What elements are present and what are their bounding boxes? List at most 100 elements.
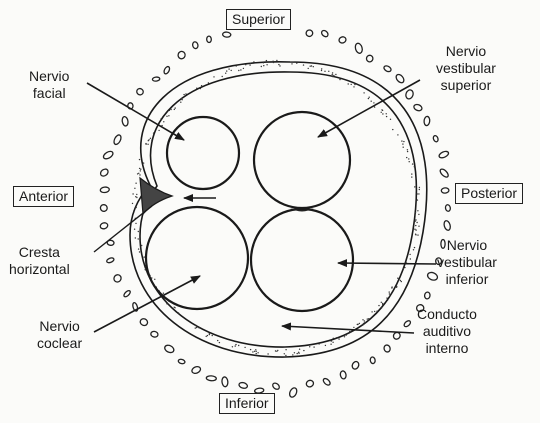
bone-particle [222,32,231,38]
stipple-dot [363,324,364,325]
stipple-dot [222,76,223,77]
stipple-dot [180,102,181,103]
stipple-dot [346,334,347,335]
label-nvi-line3: inferior [437,271,497,288]
stipple-dot [212,335,213,336]
stipple-dot [330,344,331,345]
stipple-dot [415,221,416,222]
stipple-dot [376,311,377,312]
stipple-dot [332,76,333,77]
stipple-dot [135,237,136,238]
stipple-dot [414,186,415,187]
stipple-dot [406,157,407,158]
stipple-dot [321,70,322,71]
stipple-dot [418,214,419,215]
stipple-dot [403,147,404,148]
stipple-dot [332,72,333,73]
stipple-dot [208,82,209,83]
stipple-dot [141,245,142,246]
stipple-dot [256,351,257,352]
stipple-dot [238,345,239,346]
bone-particle [177,50,186,59]
stipple-dot [386,116,387,117]
stipple-dot [252,351,253,352]
bone-particle [100,187,110,193]
stipple-dot [276,60,277,61]
stipple-dot [154,279,155,280]
stipple-dot [362,319,363,320]
bone-particle [438,150,449,159]
stipple-dot [201,85,202,86]
label-nervio-vestibular-inferior: Nervio vestibular inferior [437,237,497,288]
stipple-dot [170,109,171,110]
stipple-dot [419,187,420,188]
stipple-dot [415,225,416,226]
bone-particle [424,116,430,126]
label-cai-line2: auditivo [417,323,477,340]
stipple-dot [382,113,383,114]
stipple-dot [325,345,326,346]
stipple-dot [415,212,416,213]
stipple-dot [392,129,393,130]
label-nervio-vestibular-superior: Nervio vestibular superior [436,43,496,94]
stipple-dot [303,350,304,351]
stipple-dot [296,63,297,64]
stipple-dot [200,88,201,89]
stipple-dot [228,68,229,69]
bone-particle [288,387,298,399]
stipple-dot [135,223,136,224]
stipple-dot [381,307,382,308]
stipple-dot [276,351,277,352]
stipple-dot [350,331,351,332]
stipple-dot [195,327,196,328]
stipple-dot [217,340,218,341]
label-conducto-auditivo-interno: Conducto auditivo interno [417,306,477,357]
stipple-dot [409,161,410,162]
bone-particle [139,318,148,327]
arrow-conducto-auditivo-interno [282,326,414,333]
label-nvs-line3: superior [436,77,496,94]
stipple-dot [133,210,134,211]
stipple-dot [139,159,140,160]
label-inferior: Inferior [219,393,275,414]
stipple-dot [415,177,416,178]
stipple-dot [255,349,256,350]
stipple-dot [336,337,337,338]
stipple-dot [333,75,334,76]
stipple-dot [256,353,257,354]
stipple-dot [257,352,258,353]
bone-particle [222,377,229,387]
stipple-dot [333,338,334,339]
bone-particle [106,257,115,264]
bone-particle [113,134,123,146]
stipple-dot [238,70,239,71]
stipple-dot [396,287,397,288]
label-nervio-coclear: Nervio coclear [37,318,82,352]
stipple-dot [235,345,236,346]
label-nvs-line1: Nervio [436,43,496,60]
stipple-dot [232,346,233,347]
bone-particle [338,36,347,44]
stipple-dot [417,210,418,211]
stipple-dot [310,66,311,67]
stipple-dot [328,71,329,72]
stipple-dot [294,61,295,62]
stipple-dot [178,312,179,313]
bone-particle [178,359,186,365]
stipple-dot [386,297,387,298]
bone-particle [405,89,415,100]
label-coclear-line1: Nervio [37,318,82,335]
stipple-dot [196,327,197,328]
stipple-dot [391,286,392,287]
stipple-dot [390,119,391,120]
stipple-dot [321,68,322,69]
stipple-dot [414,214,415,215]
stipple-dot [303,64,304,65]
stipple-dot [308,68,309,69]
stipple-dot [357,324,358,325]
stipple-dot [136,207,137,208]
stipple-dot [371,101,372,102]
stipple-dot [253,61,254,62]
nerve-cochlear-circle [146,207,248,309]
stipple-dot [369,97,370,98]
